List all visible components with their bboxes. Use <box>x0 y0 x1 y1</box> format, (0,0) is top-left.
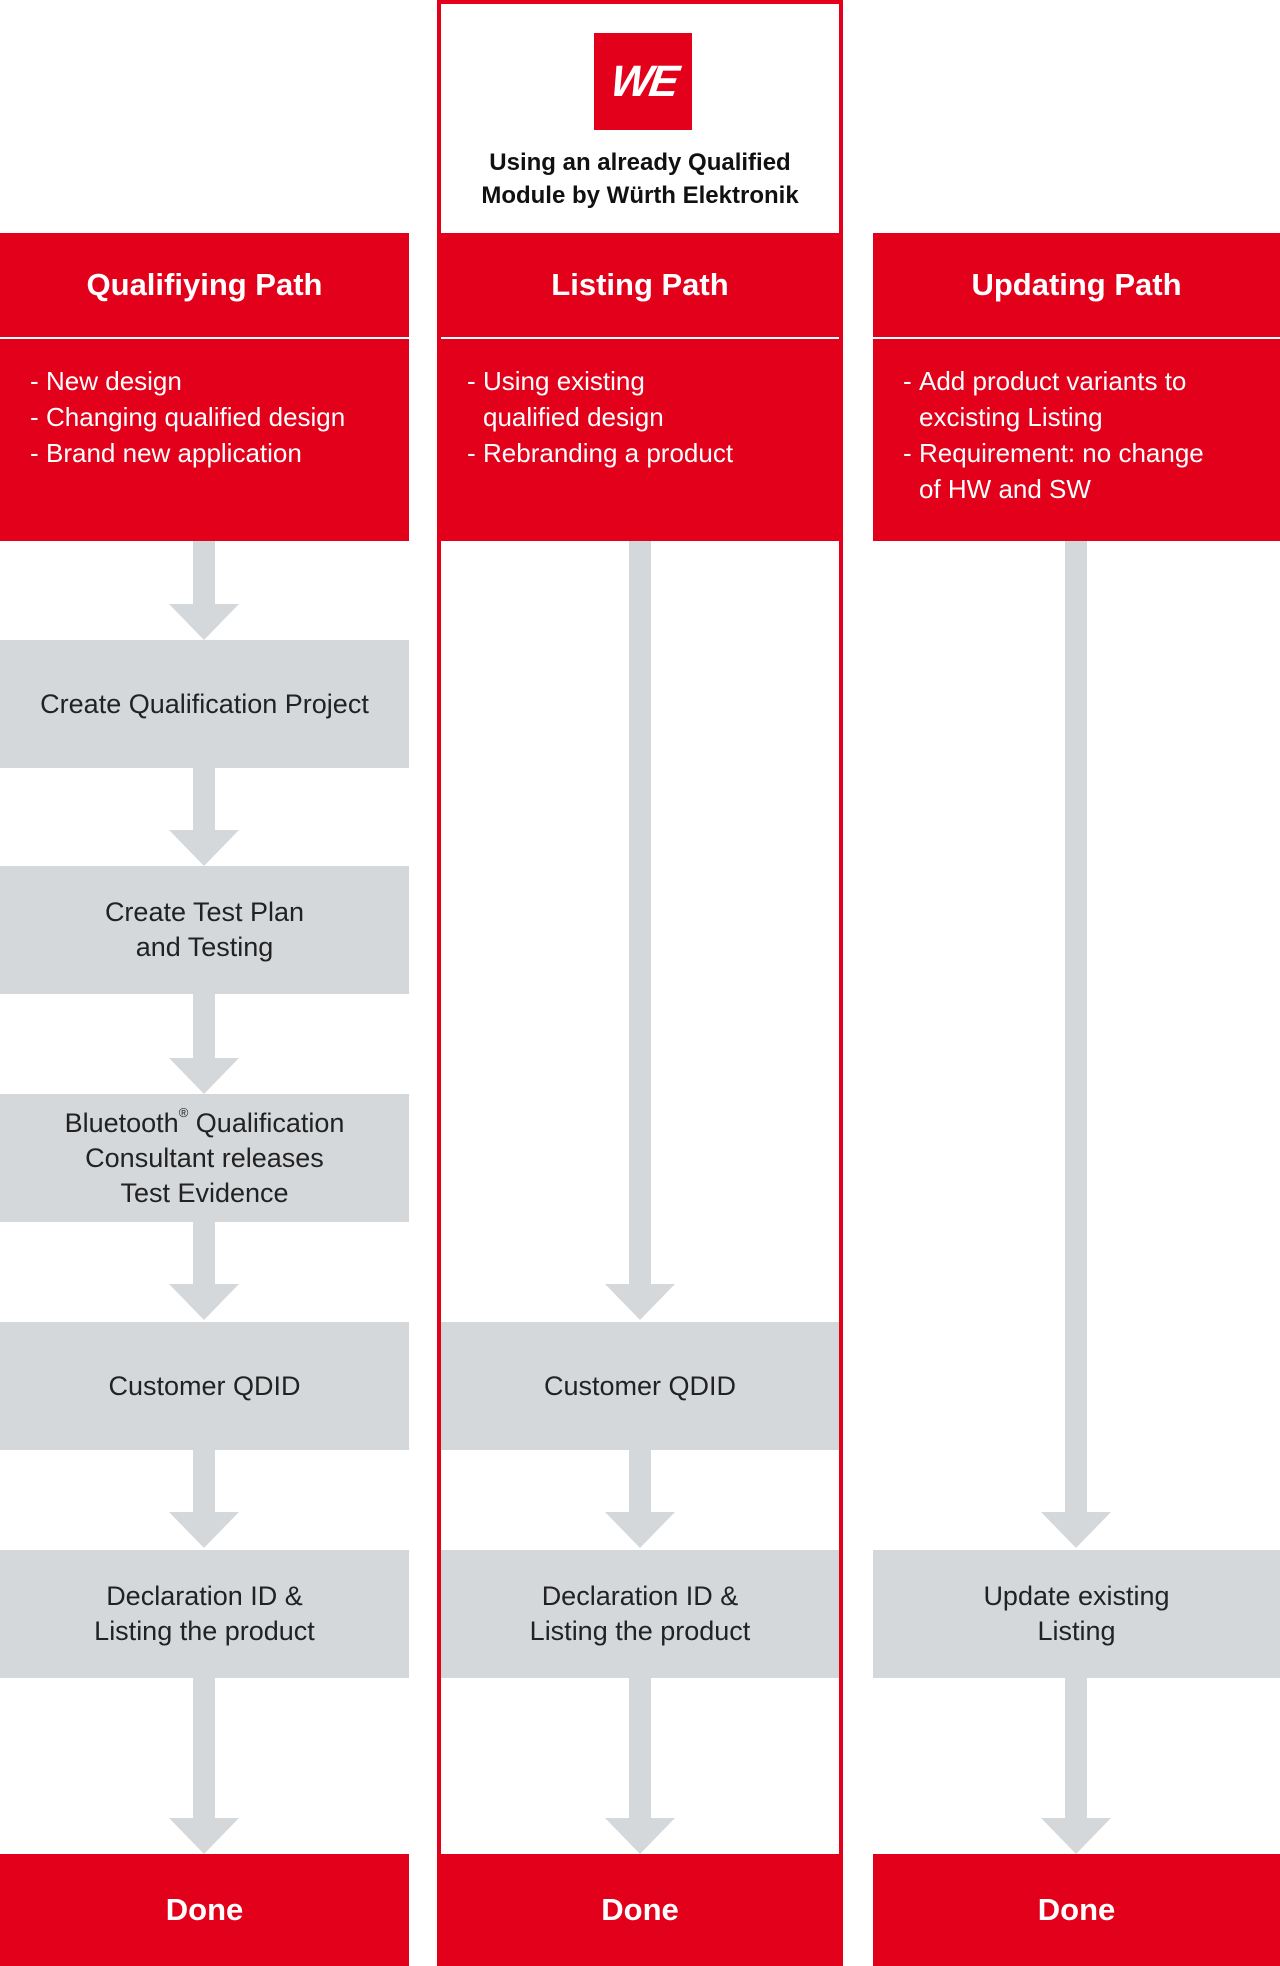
qualifying-done-box: Done <box>0 1854 409 1966</box>
arrow-shaft <box>193 1450 215 1514</box>
wurth-elektronik-logo: WE <box>594 33 692 130</box>
qualifying-path-description: -New design -Changing qualified design -… <box>0 339 409 541</box>
updating-done-box: Done <box>873 1854 1280 1966</box>
description-item: -Add product variants to excisting Listi… <box>903 366 1187 432</box>
updating-path-header: Updating Path <box>873 233 1280 337</box>
description-item: -Brand new application <box>30 438 302 468</box>
arrow-down-icon <box>605 1818 675 1854</box>
customer-qdid-step: Customer QDID <box>0 1322 409 1450</box>
updating-path-column: Updating Path -Add product variants to e… <box>873 0 1280 1966</box>
declaration-listing-step: Declaration ID & Listing the product <box>437 1550 843 1678</box>
listing-done-box: Done <box>437 1854 843 1966</box>
arrow-down-icon <box>169 1284 239 1320</box>
description-item: -Using existing qualified design <box>467 366 664 432</box>
description-item: -New design <box>30 366 182 396</box>
consultant-releases-evidence-step: Bluetooth® Qualification Consultant rele… <box>0 1094 409 1222</box>
listing-path-description: -Using existing qualified design -Rebran… <box>437 339 843 541</box>
qualifying-path-header: Qualifiying Path <box>0 233 409 337</box>
arrow-shaft <box>629 1678 651 1820</box>
updating-path-description: -Add product variants to excisting Listi… <box>873 339 1280 541</box>
arrow-down-icon <box>605 1512 675 1548</box>
listing-path-header: Listing Path <box>437 233 843 337</box>
arrow-shaft <box>1065 1678 1087 1820</box>
arrow-shaft <box>629 541 651 1287</box>
arrow-down-icon <box>169 830 239 866</box>
arrow-down-icon <box>605 1284 675 1320</box>
arrow-shaft <box>193 768 215 832</box>
arrow-shaft <box>193 994 215 1060</box>
create-qualification-project-step: Create Qualification Project <box>0 640 409 768</box>
arrow-shaft <box>193 1678 215 1820</box>
create-test-plan-step: Create Test Plan and Testing <box>0 866 409 994</box>
arrow-shaft <box>193 541 215 607</box>
listing-path-column: WE Using an already Qualified Module by … <box>437 0 843 1966</box>
qualified-module-note: Using an already Qualified Module by Wür… <box>481 149 799 209</box>
arrow-shaft <box>629 1450 651 1514</box>
arrow-shaft <box>193 1222 215 1286</box>
update-listing-step: Update existing Listing <box>873 1550 1280 1678</box>
consultant-step-text: Bluetooth® Qualification Consultant rele… <box>64 1104 345 1208</box>
registered-mark: ® <box>178 1104 189 1120</box>
arrow-down-icon <box>1041 1512 1111 1548</box>
description-item: -Changing qualified design <box>30 402 346 432</box>
arrow-shaft <box>1065 541 1087 1515</box>
arrow-down-icon <box>1041 1818 1111 1854</box>
description-item: -Requirement: no change of HW and SW <box>903 438 1204 504</box>
description-item: -Rebranding a product <box>467 438 734 468</box>
arrow-down-icon <box>169 1512 239 1548</box>
declaration-listing-step: Declaration ID & Listing the product <box>0 1550 409 1678</box>
arrow-down-icon <box>169 1058 239 1094</box>
arrow-down-icon <box>169 604 239 640</box>
arrow-down-icon <box>169 1818 239 1854</box>
qualifying-path-column: Qualifiying Path -New design -Changing q… <box>0 0 409 1966</box>
customer-qdid-step: Customer QDID <box>437 1322 843 1450</box>
